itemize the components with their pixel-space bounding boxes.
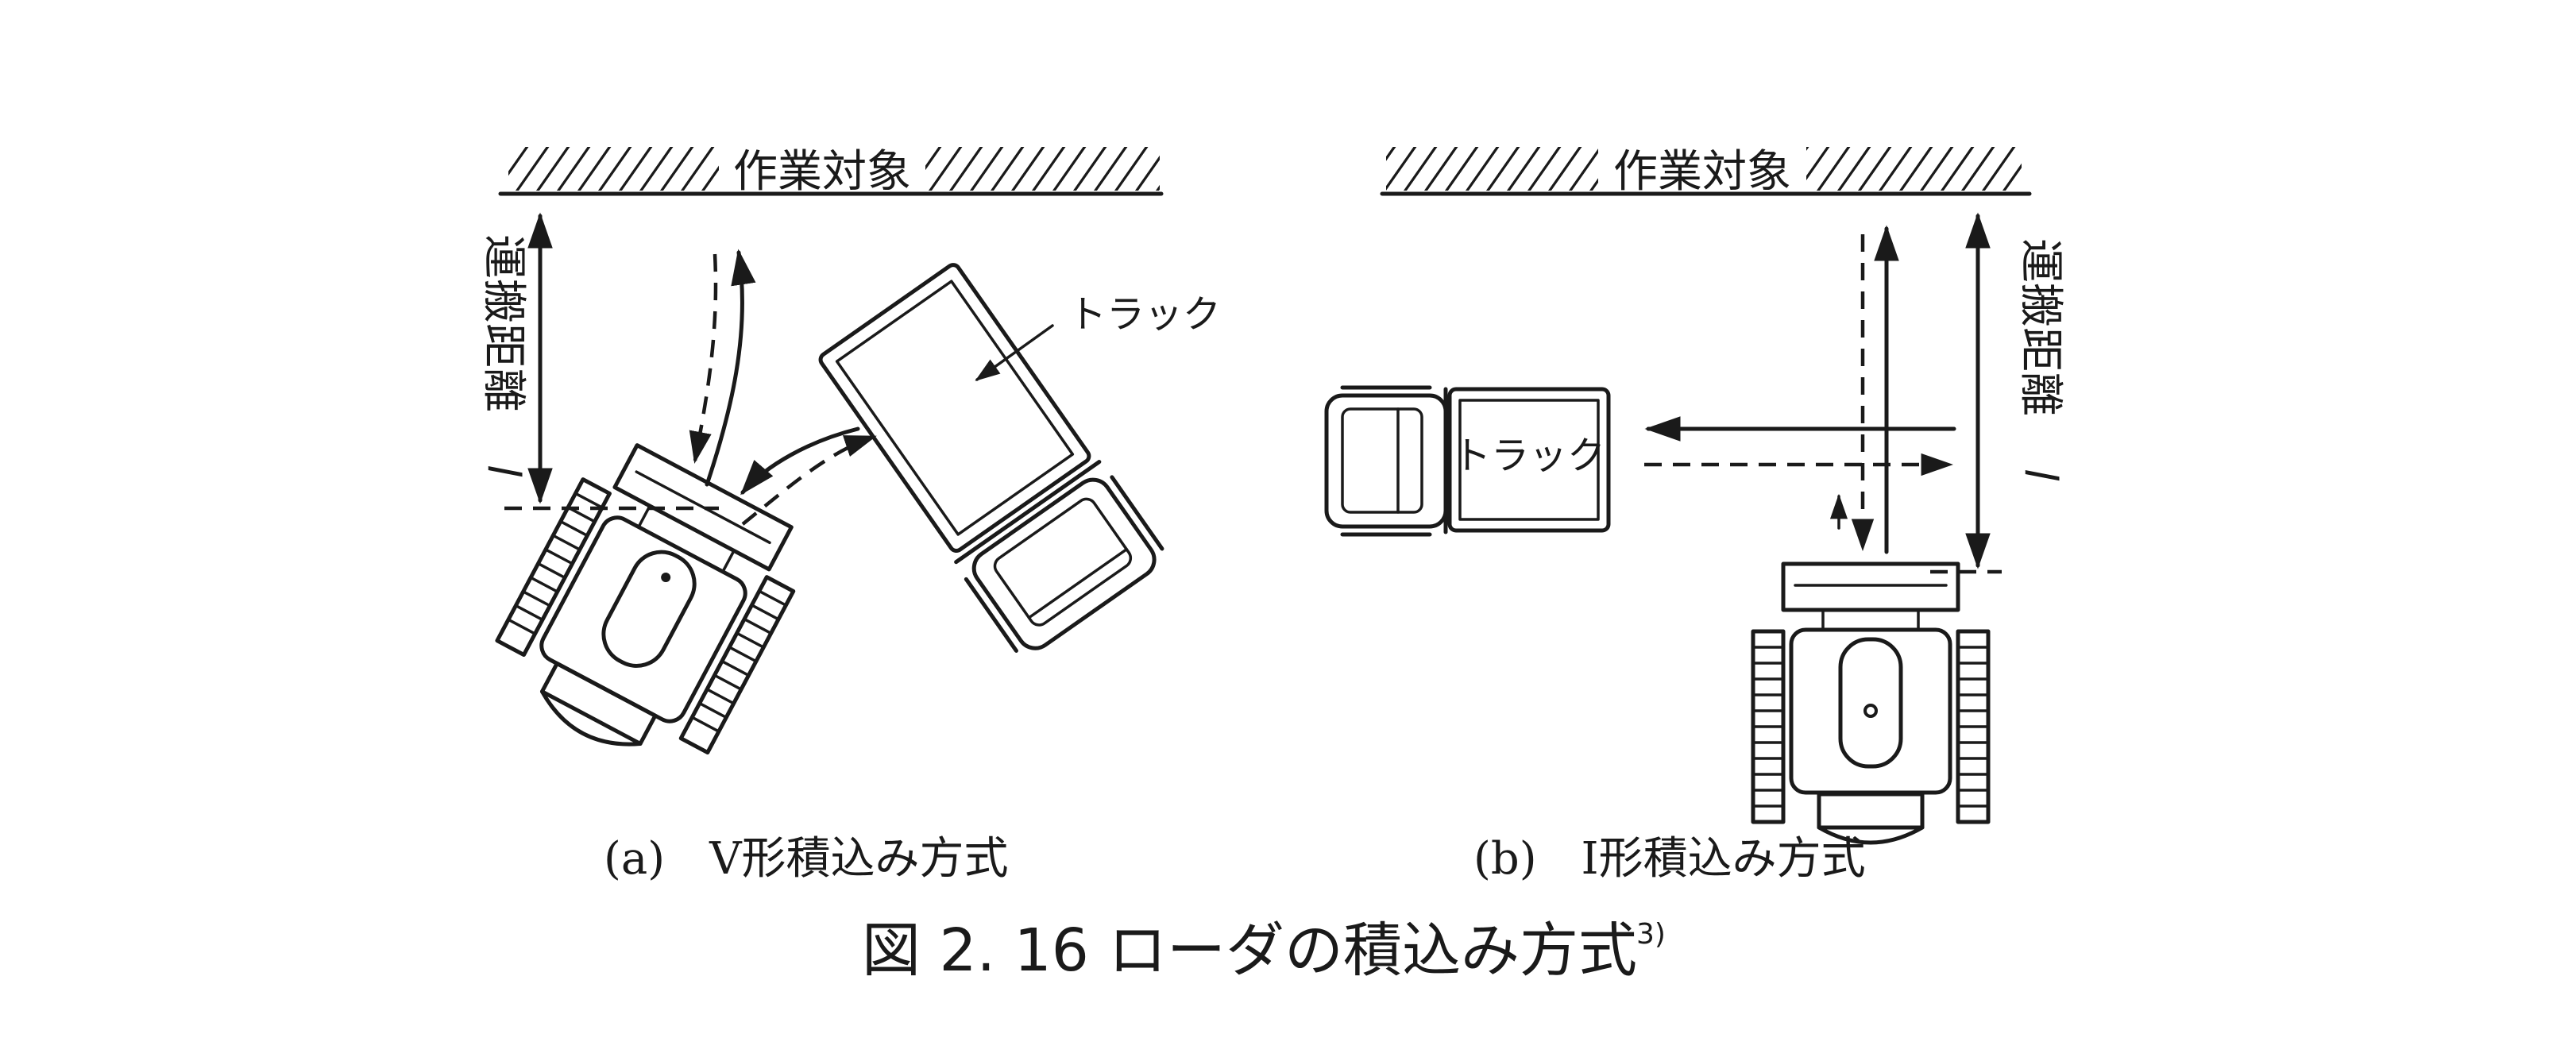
- truck-icon: [818, 263, 1164, 653]
- work-target-wall: 作業対象: [498, 141, 1164, 198]
- loader-icon: [1751, 561, 1991, 845]
- haul-distance-label: 運搬距離: [2014, 238, 2066, 416]
- haul-distance-label: 運搬距離: [477, 234, 529, 412]
- truck-direction-arrows: [1644, 416, 1956, 476]
- truck-label: トラック: [1453, 434, 1605, 478]
- panel-b: 作業対象 トラック: [1324, 141, 2066, 885]
- figure-title: ローダの積込み方式: [1108, 916, 1637, 985]
- distance-symbol: l: [477, 465, 529, 477]
- work-target-label: 作業対象: [733, 146, 911, 198]
- truck-icon: トラック: [1324, 385, 1611, 537]
- truck-callout: トラック: [975, 292, 1221, 381]
- loader-path-arrows: [1829, 225, 1899, 554]
- work-target-label: 作業対象: [1613, 146, 1791, 198]
- loader-icon: [495, 443, 796, 755]
- loader-path-arrows: [689, 249, 877, 526]
- figure-caption: 図 2. 16 ローダの積込み方式 3): [862, 916, 1666, 985]
- caption-a: (a) V形積込み方式: [604, 833, 1009, 885]
- distance-symbol: l: [2014, 469, 2066, 481]
- haul-distance-indicator: 運搬距離 l: [1930, 212, 2066, 574]
- work-target-wall: 作業対象: [1380, 141, 2032, 198]
- haul-distance-indicator: 運搬距離 l: [477, 212, 719, 511]
- panel-a: 作業対象 運搬距離 l: [477, 141, 1221, 885]
- figure-reference: 3): [1636, 918, 1666, 951]
- caption-b: (b) I形積込み方式: [1473, 833, 1866, 885]
- figure-number: 図 2. 16: [862, 916, 1089, 985]
- truck-label: トラック: [1068, 292, 1221, 337]
